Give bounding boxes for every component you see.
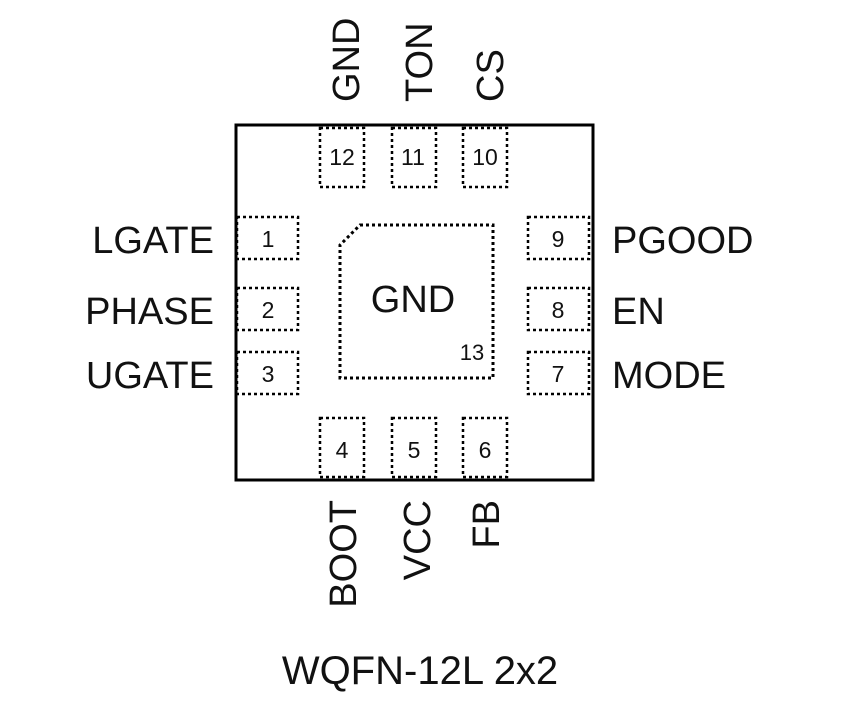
pin-pad <box>318 126 366 189</box>
pin-name-label: PGOOD <box>612 220 753 262</box>
pin-12: 12 GND <box>318 18 368 189</box>
pin-name-label: PHASE <box>85 291 214 333</box>
pin-pad <box>461 416 509 479</box>
pin-pad <box>235 286 300 332</box>
pin-name-label: UGATE <box>86 355 214 397</box>
pin-3: 3 UGATE <box>86 350 300 397</box>
pin-number: 3 <box>262 361 275 387</box>
pin-number: 12 <box>329 144 355 170</box>
pin-number: 10 <box>472 144 498 170</box>
pin-pad <box>526 215 591 261</box>
pin-5: 5 VCC <box>390 416 439 580</box>
pin-pad <box>235 215 300 261</box>
pin-1: 1 LGATE <box>92 215 300 262</box>
pin-name-label: MODE <box>612 355 726 397</box>
pin-name-label: EN <box>612 291 665 333</box>
pin-pad <box>526 286 591 332</box>
pin-number: 7 <box>552 361 565 387</box>
pin-name-label: LGATE <box>92 220 214 262</box>
pin-number: 9 <box>552 226 565 252</box>
pin-name-label: VCC <box>397 500 439 580</box>
pin-pad <box>526 350 591 396</box>
exposed-pad-label: GND <box>371 279 455 321</box>
pin-pad <box>235 350 300 396</box>
pin-number: 2 <box>262 297 275 323</box>
pin-8: 8 EN <box>526 286 665 333</box>
pin-name-label: CS <box>470 49 512 102</box>
pin-pad <box>461 126 509 189</box>
pin-number: 11 <box>401 144 425 170</box>
pin-number: 4 <box>336 437 349 463</box>
pin-number: 8 <box>552 297 565 323</box>
package-name: WQFN-12L 2x2 <box>282 649 558 693</box>
pin-name-label: GND <box>326 18 368 102</box>
exposed-pad-number: 13 <box>460 340 484 365</box>
pin-6: 6 FB <box>461 416 509 549</box>
package-outline <box>234 123 595 482</box>
exposed-pad <box>338 223 495 380</box>
pin-11: 11 TON <box>390 22 441 189</box>
pin-pad <box>390 126 438 189</box>
pin-number: 1 <box>262 226 275 252</box>
pin-name-label: BOOT <box>323 500 365 608</box>
pin-name-label: TON <box>399 22 441 102</box>
pin-10: 10 CS <box>461 49 512 189</box>
pin-7: 7 MODE <box>526 350 726 397</box>
pin-number: 5 <box>408 437 421 463</box>
pin-number: 6 <box>479 437 492 463</box>
pin-pad <box>318 416 366 479</box>
pin-pad <box>390 416 438 479</box>
pin-9: 9 PGOOD <box>526 215 753 262</box>
pin-2: 2 PHASE <box>85 286 300 333</box>
pin-4: 4 BOOT <box>318 416 366 608</box>
pin-name-label: FB <box>466 500 508 549</box>
